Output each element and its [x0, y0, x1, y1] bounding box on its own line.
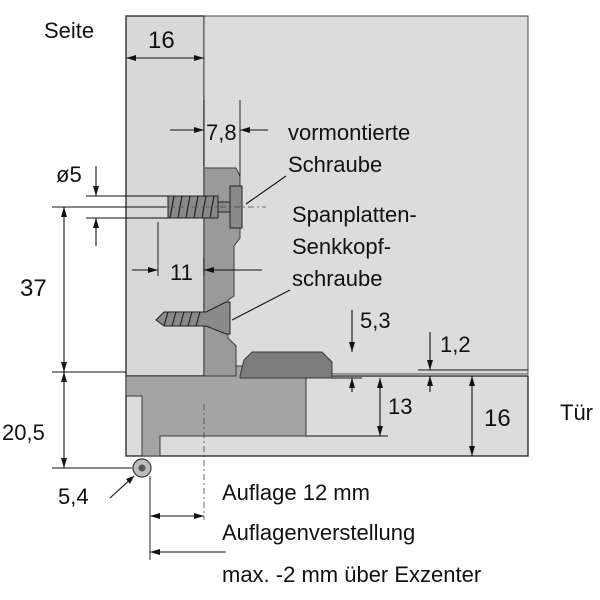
- label-side: Seite: [44, 18, 94, 43]
- label-screw2-line1: Spanplatten-: [292, 202, 417, 227]
- label-screw2-line2: Senkkopf-: [292, 234, 391, 259]
- countersunk-screw: [155, 301, 231, 335]
- label-dim-1-2: 1,2: [440, 332, 471, 357]
- label-dim-20-5: 20,5: [2, 420, 45, 445]
- countersunk-screw-thread: [163, 311, 201, 327]
- hinge-pivot-pin: [138, 464, 146, 472]
- label-verstellung-line1: Auflagenverstellung: [222, 520, 415, 545]
- label-screw1-line1: vormontierte: [288, 120, 410, 145]
- label-dim-5-4: 5,4: [58, 484, 89, 509]
- label-verstellung-line2: max. -2 mm über Exzenter: [222, 562, 481, 587]
- hinge-arm: [125, 365, 307, 457]
- label-dim-37: 37: [20, 275, 47, 302]
- leader-premounted-screw: [245, 175, 287, 205]
- label-dim-7-8: 7,8: [206, 120, 237, 145]
- label-door: Tür: [560, 400, 593, 425]
- label-screw1-line2: Schraube: [288, 152, 382, 177]
- label-dim-16-side: 16: [148, 27, 175, 54]
- label-auflage: Auflage 12 mm: [222, 480, 370, 505]
- hinge-cup-cover: [239, 351, 333, 379]
- label-screw2-line3: schraube: [292, 266, 383, 291]
- leader-countersunk-screw: [231, 289, 291, 321]
- label-dim-13: 13: [388, 394, 412, 419]
- label-dim-16-door: 16: [484, 405, 511, 432]
- label-dim-5-3: 5,3: [360, 308, 391, 333]
- label-dim-11: 11: [170, 260, 193, 285]
- label-dim-phi5: ø5: [56, 162, 82, 187]
